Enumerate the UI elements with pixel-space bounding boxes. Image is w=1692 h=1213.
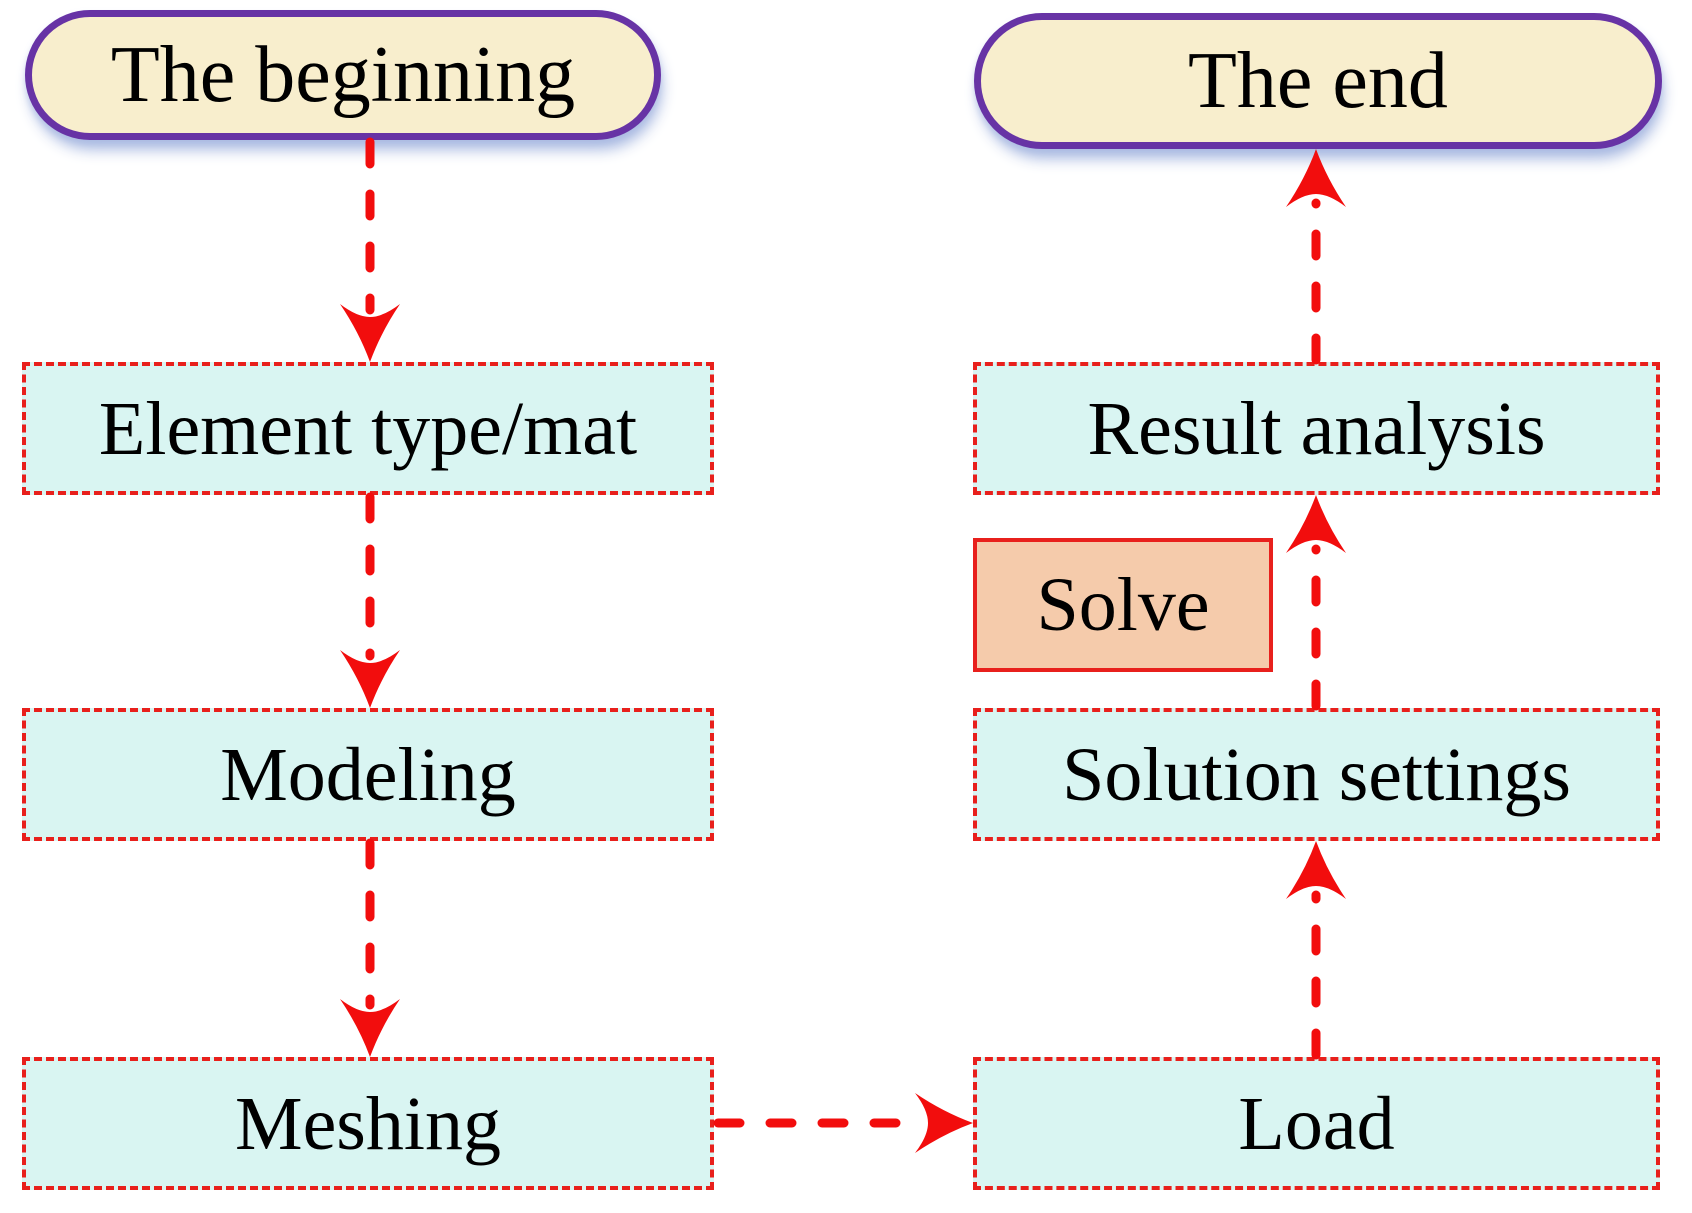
arrowhead-up-icon — [1286, 841, 1346, 899]
node-label: Solution settings — [1062, 732, 1571, 817]
node-modeling: Modeling — [22, 708, 714, 841]
node-result-analysis: Result analysis — [973, 362, 1660, 495]
arrowhead-up-icon — [1286, 495, 1346, 553]
node-solve: Solve — [973, 538, 1273, 672]
node-label: Modeling — [220, 732, 516, 817]
arrow-begin-to-element — [340, 137, 400, 362]
node-label: Solve — [1036, 563, 1210, 647]
arrowhead-right-icon — [915, 1093, 973, 1153]
node-load: Load — [973, 1057, 1660, 1190]
arrowhead-down-icon — [340, 650, 400, 708]
node-label: Result analysis — [1087, 386, 1546, 471]
arrowhead-down-icon — [340, 999, 400, 1057]
node-solution-settings: Solution settings — [973, 708, 1660, 841]
node-label: The end — [1188, 37, 1448, 125]
arrow-element-to-modeling — [340, 492, 400, 708]
arrow-modeling-to-meshing — [340, 838, 400, 1057]
arrow-solution-to-result — [1286, 495, 1346, 711]
arrow-load-to-solution — [1286, 841, 1346, 1060]
node-label: Meshing — [235, 1081, 501, 1166]
node-meshing: Meshing — [22, 1057, 714, 1190]
node-the-end: The end — [974, 13, 1662, 149]
arrow-meshing-to-load — [713, 1093, 973, 1153]
arrowhead-down-icon — [340, 304, 400, 362]
node-label: Element type/mat — [98, 386, 638, 471]
node-the-beginning: The beginning — [25, 10, 661, 140]
arrow-result-to-end — [1286, 149, 1346, 365]
node-label: Load — [1238, 1081, 1395, 1166]
arrowhead-up-icon — [1286, 149, 1346, 207]
node-element-type-mat: Element type/mat — [22, 362, 714, 495]
node-label: The beginning — [110, 31, 576, 119]
